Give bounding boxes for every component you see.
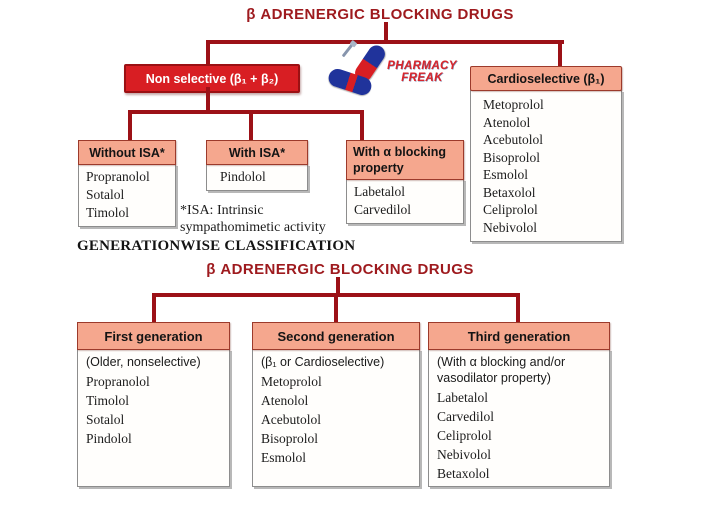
- drug-item: Carvedilol: [354, 202, 411, 217]
- nonselective-node: Non selective (β₁ + β₂): [124, 64, 300, 93]
- drug-item: Bisoprolol: [261, 431, 319, 446]
- logo-text: PHARMACY FREAK: [386, 60, 458, 84]
- third-generation-subtitle: (With α blocking and/or vasodilator prop…: [437, 355, 566, 385]
- drug-item: Betaxolol: [483, 184, 536, 200]
- connector-line: [334, 293, 338, 324]
- with-isa-header: With ISA*: [206, 140, 308, 165]
- third-generation-node: Third generation (With α blocking and/or…: [428, 322, 610, 487]
- drug-item: Carvedilol: [437, 409, 494, 424]
- drug-item: Sotalol: [86, 187, 125, 202]
- connector-line: [128, 110, 132, 140]
- drug-item: Labetalol: [354, 184, 405, 199]
- second-generation-subtitle: (β₁ or Cardioselective): [261, 355, 385, 369]
- connector-line: [206, 87, 210, 112]
- connector-line: [249, 110, 253, 140]
- drug-item: Metoprolol: [483, 97, 544, 112]
- syringe-icon: [341, 43, 354, 58]
- drug-item: Acebutolol: [261, 412, 321, 427]
- isa-footnote: *ISA: Intrinsic sympathomimetic activity: [180, 202, 326, 236]
- logo-line2: FREAK: [401, 72, 443, 84]
- connector-line: [206, 40, 564, 44]
- third-generation-header: Third generation: [428, 322, 610, 350]
- drug-item: Pindolol: [86, 431, 132, 446]
- alpha-blocking-header: With α blocking property: [346, 140, 464, 180]
- connector-line: [384, 22, 388, 42]
- generationwise-heading: GENERATIONWISE CLASSIFICATION: [77, 238, 356, 254]
- third-generation-body: (With α blocking and/or vasodilator prop…: [428, 349, 610, 487]
- drug-item: Metoprolol: [261, 374, 322, 389]
- connector-line: [206, 40, 210, 66]
- drug-item: Esmolol: [483, 167, 529, 182]
- generationwise-title: β ADRENERGIC BLOCKING DRUGS: [206, 261, 474, 278]
- cardioselective-header: Cardioselective (β₁): [470, 66, 622, 91]
- isa-footnote-line2: sympathomimetic activity: [180, 220, 326, 235]
- drug-item: Esmolol: [261, 450, 307, 465]
- drug-item: Celiprolol: [483, 202, 538, 217]
- logo-line1: PHARMACY: [387, 60, 457, 72]
- drug-item: Bisoprolol: [483, 149, 541, 165]
- drug-item: Acebutolol: [483, 132, 543, 147]
- connector-line: [336, 277, 340, 295]
- first-generation-node: First generation (Older, nonselective) P…: [77, 322, 230, 487]
- drug-item: Sotalol: [86, 412, 125, 427]
- connector-line: [558, 40, 562, 69]
- connector-line: [516, 293, 520, 324]
- second-generation-node: Second generation (β₁ or Cardioselective…: [252, 322, 420, 487]
- drug-item: Labetalol: [437, 390, 488, 405]
- pharmacy-freak-logo: PHARMACY FREAK: [322, 42, 462, 101]
- drug-item: Nebivolol: [483, 219, 537, 235]
- first-generation-subtitle: (Older, nonselective): [86, 355, 201, 369]
- connector-line: [128, 110, 364, 114]
- connector-line: [152, 293, 156, 324]
- drug-item: Atenolol: [261, 393, 309, 408]
- drug-item: Atenolol: [483, 114, 531, 130]
- with-isa-node: With ISA* Pindolol: [206, 140, 308, 191]
- drug-item: Pindolol: [220, 169, 266, 184]
- drug-item: Propranolol: [86, 374, 150, 389]
- drug-item: Timolol: [86, 205, 130, 220]
- isa-footnote-line1: *ISA: Intrinsic: [180, 203, 264, 218]
- receptorwise-title: β ADRENERGIC BLOCKING DRUGS: [246, 6, 514, 23]
- drug-item: Timolol: [86, 393, 130, 408]
- second-generation-header: Second generation: [252, 322, 420, 350]
- with-isa-drug-list: Pindolol: [206, 164, 308, 191]
- drug-item: Celiprolol: [437, 428, 492, 443]
- without-isa-header: Without ISA*: [78, 140, 176, 165]
- drug-item: Betaxolol: [437, 466, 490, 481]
- first-generation-header: First generation: [77, 322, 230, 350]
- connector-line: [360, 110, 364, 140]
- drug-item: Nebivolol: [437, 447, 491, 462]
- drug-item: Propranolol: [86, 169, 150, 184]
